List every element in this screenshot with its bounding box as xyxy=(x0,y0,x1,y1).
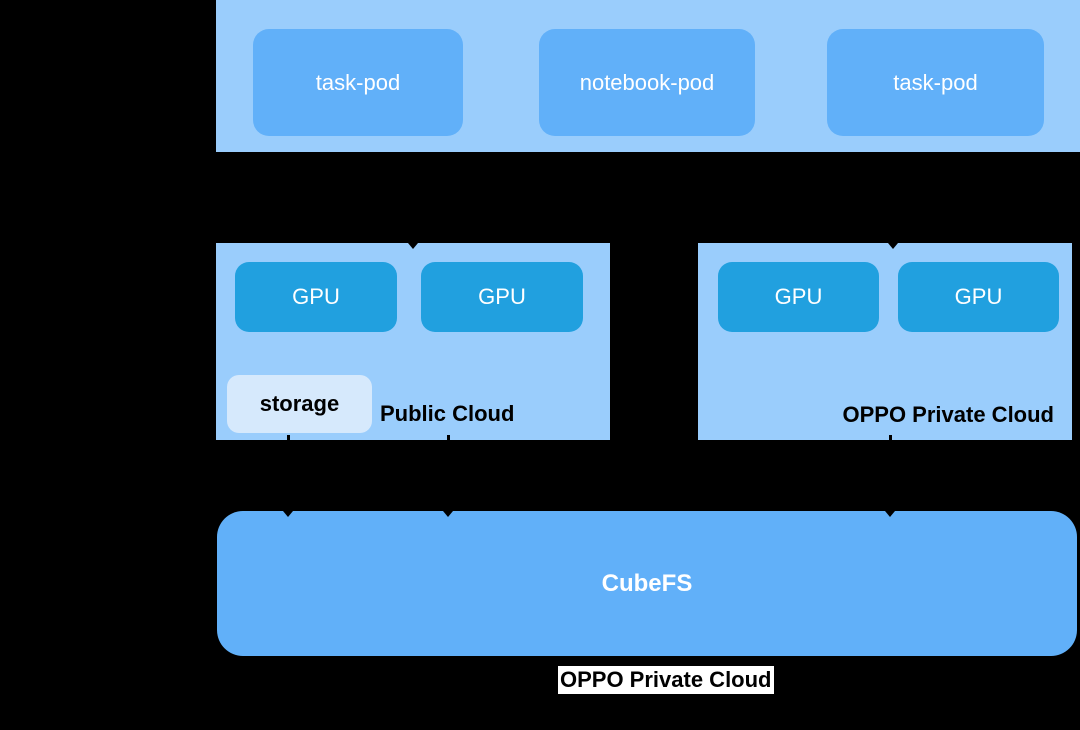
bottom-caption: OPPO Private Cloud xyxy=(558,666,774,694)
connector-anchor xyxy=(287,435,290,441)
cubefs-label: CubeFS xyxy=(601,569,693,597)
gpu-label: GPU xyxy=(954,284,1003,309)
gpu-box: GPU xyxy=(718,262,879,332)
gpu-label: GPU xyxy=(292,284,340,309)
storage-box: storage xyxy=(227,375,372,433)
private-cloud-container: GPU GPU OPPO Private Cloud xyxy=(698,243,1072,440)
gpu-box: GPU xyxy=(898,262,1059,332)
task-pod-box: task-pod xyxy=(253,29,463,136)
task-pod-label: task-pod xyxy=(893,69,978,95)
gpu-label: GPU xyxy=(478,284,526,309)
task-pod-box: task-pod xyxy=(827,29,1044,136)
notebook-pod-label: notebook-pod xyxy=(579,69,715,95)
arrowhead-tip xyxy=(443,511,453,517)
storage-label: storage xyxy=(259,391,340,416)
gpu-box: GPU xyxy=(421,262,583,332)
arrowhead-tip xyxy=(408,243,418,249)
arrowhead-tip xyxy=(283,511,293,517)
connector-anchor xyxy=(447,435,450,441)
public-cloud-label: Public Cloud xyxy=(380,401,515,426)
gpu-box: GPU xyxy=(235,262,397,332)
notebook-pod-box: notebook-pod xyxy=(539,29,755,136)
connector-anchor xyxy=(889,435,892,441)
gpu-label: GPU xyxy=(774,284,823,309)
cubefs-box: CubeFS xyxy=(217,511,1077,656)
public-cloud-container: GPU GPU storage Public Cloud xyxy=(216,243,610,440)
arrowhead-tip xyxy=(885,511,895,517)
private-cloud-label: OPPO Private Cloud xyxy=(842,402,1055,427)
arrowhead-tip xyxy=(888,243,898,249)
task-pod-label: task-pod xyxy=(315,69,401,95)
pods-cluster-container: task-pod notebook-pod task-pod xyxy=(216,0,1080,152)
